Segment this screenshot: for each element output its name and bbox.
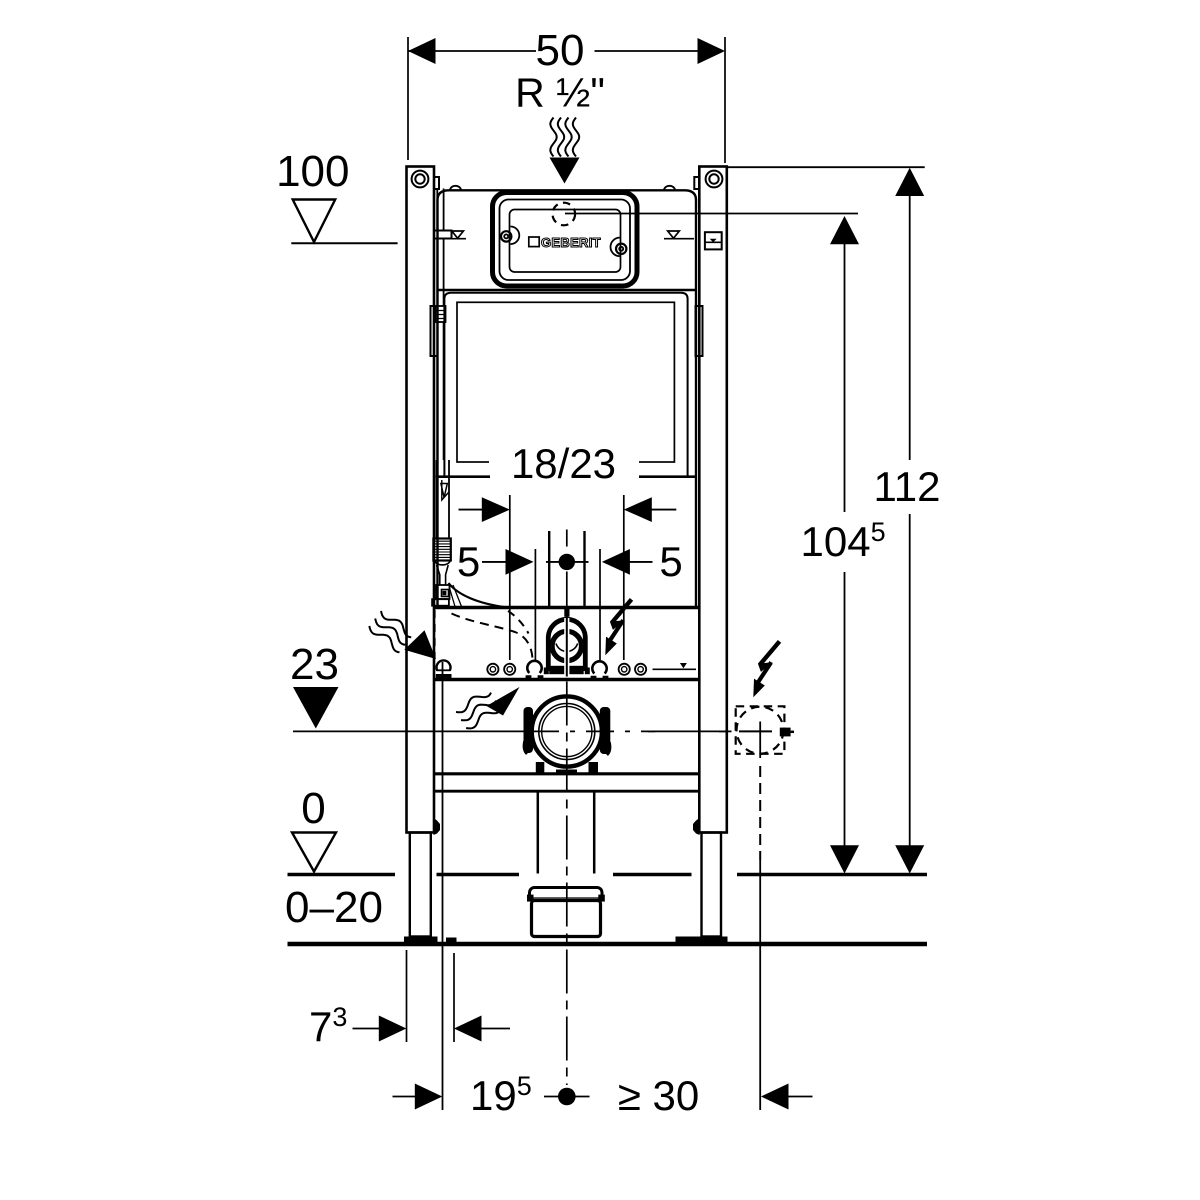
svg-text:0–20: 0–20 [285, 883, 383, 932]
svg-text:50: 50 [536, 26, 585, 75]
svg-text:5: 5 [659, 538, 682, 585]
svg-text:18/23: 18/23 [511, 440, 616, 487]
svg-text:23: 23 [290, 640, 339, 689]
svg-text:R ½": R ½" [515, 70, 605, 116]
svg-text:112: 112 [874, 463, 941, 510]
svg-text:GEBERIT: GEBERIT [541, 235, 601, 250]
svg-text:73: 73 [309, 1002, 347, 1050]
svg-text:0: 0 [301, 784, 325, 833]
svg-text:100: 100 [276, 147, 349, 196]
svg-text:5: 5 [457, 538, 480, 585]
svg-text:≥ 30: ≥ 30 [618, 1072, 699, 1119]
